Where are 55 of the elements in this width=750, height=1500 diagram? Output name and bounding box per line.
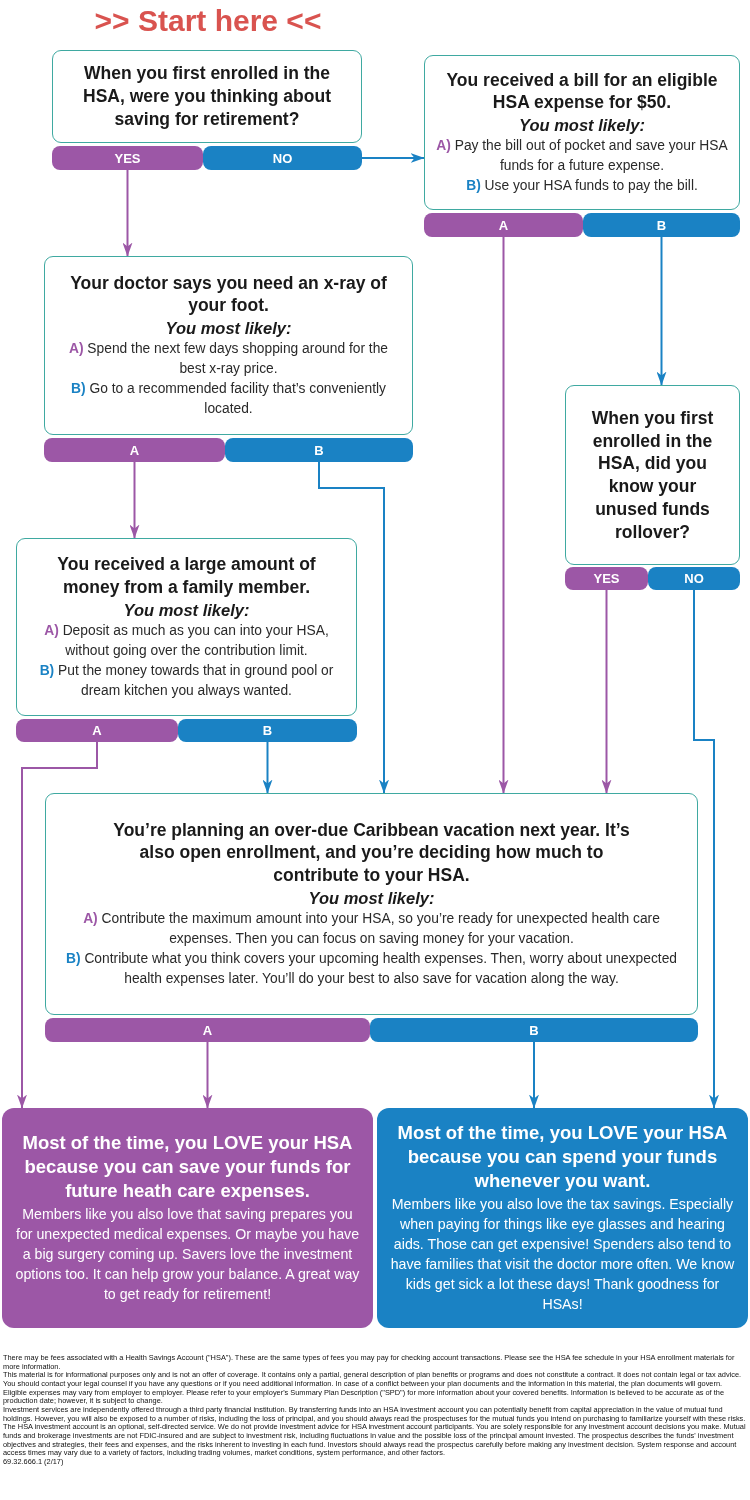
result-heading: Most of the time, you LOVE your HSA because you can save your funds for future heath care expenses.: [21, 1131, 354, 1204]
answer-tab: A: [44, 438, 225, 462]
arrow: [129, 461, 140, 539]
answer-option-text: A) Pay the bill out of pocket and save your HSA funds for a future expense.: [435, 137, 729, 176]
result-panel: [2, 1108, 373, 1328]
answer-tab: NO: [203, 146, 362, 170]
arrow: [498, 236, 509, 794]
question-box: [16, 538, 357, 716]
answer-tab: NO: [648, 567, 740, 590]
arrow: [529, 1041, 539, 1109]
question-text: You received a large amount of money from a family member.: [56, 553, 317, 599]
answer-option-text: B) Go to a recommended facility that’s conveniently located.: [70, 380, 387, 419]
answer-option-text: B) Contribute what you think covers your upcoming health expenses. Then, worry about unexpected health expenses later. You’ll do your best to also save for vacation along the way.: [65, 950, 678, 989]
answer-option-text: A) Deposit as much as you can into your HSA, without going over the contribution limit.: [43, 621, 330, 660]
question-box: [424, 55, 740, 210]
arrow: [202, 1041, 213, 1109]
question-box: [44, 256, 413, 435]
prompt-text: You most likely:: [519, 115, 645, 137]
arrow: [601, 589, 612, 794]
arrow: [693, 589, 719, 1109]
answer-tab: B: [370, 1018, 698, 1042]
answer-tab: YES: [565, 567, 648, 590]
answer-option-text: A) Spend the next few days shopping around for the best x-ray price.: [67, 340, 390, 379]
arrow: [361, 153, 425, 163]
answer-tab: B: [225, 438, 413, 462]
question-text: You received a bill for an eligible HSA expense for $50.: [445, 68, 719, 115]
answer-tab: A: [16, 719, 178, 742]
arrow: [656, 236, 667, 386]
answer-tab: A: [45, 1018, 370, 1042]
result-text: Members like you also love the tax savings. Especially when paying for things like eye glasses and hearing aids. Those can get expensive! Spenders also tend to have families that visit the doctor more often. We know kids get sick a lot these days! Thank goodness for HSAs!: [389, 1195, 736, 1314]
question-text: When you first enrolled in the HSA, did you know your unused funds rollover?: [590, 406, 715, 544]
question-text: When you first enrolled in the HSA, were you thinking about saving for retirement?: [82, 62, 332, 131]
question-text: Your doctor says you need an x-ray of your foot.: [69, 271, 388, 318]
arrow: [17, 741, 98, 1109]
start-heading: >> Start here <<: [94, 4, 322, 38]
arrow: [262, 741, 273, 794]
arrow: [318, 461, 389, 794]
result-panel: [377, 1108, 748, 1328]
answer-tab: YES: [52, 146, 203, 170]
question-text: You’re planning an over-due Caribbean vacation next year. It’s also open enrollment, and you’re deciding how much to contribute to your HSA.: [112, 818, 631, 887]
arrow: [122, 169, 133, 257]
prompt-text: You most likely:: [308, 888, 435, 909]
answer-tab: A: [424, 213, 583, 237]
question-box: [45, 793, 698, 1015]
result-heading: Most of the time, you LOVE your HSA because you can spend your funds whenever you want.: [396, 1121, 729, 1194]
answer-tab: B: [178, 719, 357, 742]
result-text: Members like you also love that saving prepares you for unexpected medical expenses. Or maybe you have a big surgery coming up. Savers love the investment options too. It can help grow your balance. A great way to get ready for retirement!: [14, 1205, 361, 1304]
answer-tab: B: [583, 213, 740, 237]
question-box: [565, 385, 740, 565]
answer-option-text: B) Put the money towards that in ground pool or dream kitchen you always wanted.: [38, 661, 335, 700]
prompt-text: You most likely:: [123, 599, 250, 621]
answer-option-text: A) Contribute the maximum amount into your HSA, so you’re ready for unexpected health care expenses. Then you can focus on saving money for your vacation.: [82, 910, 661, 949]
question-box: [52, 50, 362, 143]
prompt-text: You most likely:: [165, 318, 292, 340]
answer-option-text: B) Use your HSA funds to pay the bill.: [466, 177, 698, 196]
